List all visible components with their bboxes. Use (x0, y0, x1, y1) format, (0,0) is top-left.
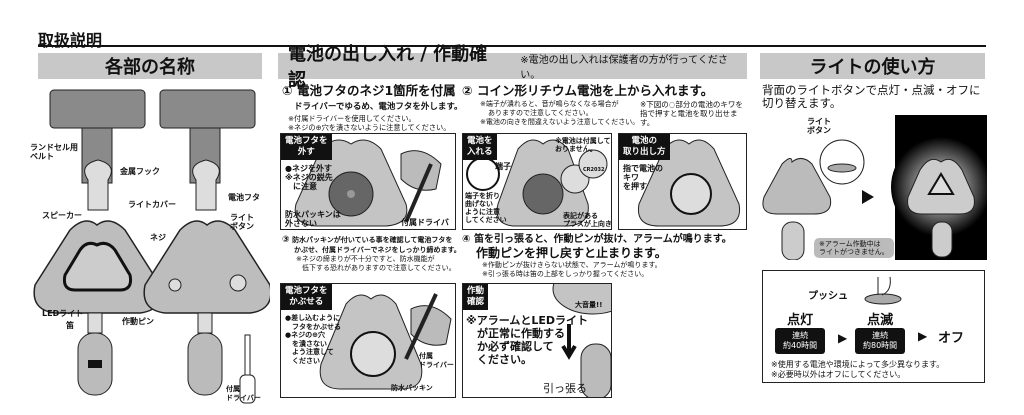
step-2-number: ② (462, 83, 473, 98)
panel-remove-label-b: 防水パッキンは 外さない (285, 210, 341, 228)
light-description: 背面のライトボタンで点灯・点滅・オフに切り替えます。 (762, 83, 981, 110)
label-hook: 金属フック (120, 167, 160, 176)
light-note-1: ※使用する電池や環境によって多少異なります。 (771, 360, 945, 369)
page-title: 取扱説明 (38, 31, 103, 50)
step-4-note2: ※引っ張る時は笛の上部をしっかり握ってください。 (482, 270, 649, 278)
panel-insert-label-a: 端子 (495, 162, 511, 171)
label-light-button: ライト ボタン (230, 213, 254, 231)
mode-off-label: オフ (938, 331, 965, 346)
step-2-note3: ※電池の向きを間違えないよう注意してください。 (480, 118, 640, 126)
step-2-note1: ※端子が潰れると、音が鳴らなくなる場合が (480, 100, 619, 108)
panel-cover-label-a: ●差し込むように フタをかぶせる ●ネジの⊕穴 を潰さない よう注意して くださ… (285, 314, 341, 365)
battery-header: 電池の出し入れ / 作動確認 ※電池の出し入れは保護者の方が行ってください。 (278, 44, 747, 91)
step-2-note4: ※下図の◌部分の電池のキワを指で押すと電池を取り出せます。 (640, 100, 743, 127)
mode-blink-label: 点滅 (867, 313, 894, 328)
step-1: ① 電池フタのネジ1箇所を付属 ドライバーでゆるめ、電池フタを外します。 ※付属… (282, 83, 462, 133)
label-led: LEDライト (42, 309, 84, 318)
light-mode-box: プッシュ 点灯 連続 約40時間 ▶ 点滅 連続 約80時間 ▶ オフ ※使用す… (762, 270, 985, 383)
step-3-note1: ※ネジの締まりが不十分ですと、防水機能が (296, 255, 435, 263)
arrow-icon: ▶ (918, 329, 928, 343)
label-pin: 作動ピン (122, 317, 154, 326)
step-1-line2: ドライバーでゆるめ、電池フタを外します。 (294, 102, 463, 112)
parts-title: 各部の名称 (105, 57, 195, 78)
light-notes: ※使用する電池や環境によって多少異なります。 ※必要時以外はオフにしてください。 (771, 360, 944, 379)
label-belt: ランドセル用 ベルト (30, 143, 78, 161)
step-1-note1: ※付属ドライバーを使用してください。 (288, 114, 416, 123)
step-2-line1: コイン形リチウム電池を上から入れます。 (476, 83, 714, 98)
panel-insert-label-d: 表記がある プラスが上向き (563, 212, 612, 228)
step-4-line1: 笛を引っ張ると、作動ピンが抜け、アラームが鳴ります。 (473, 234, 732, 245)
parts-illustration: ランドセル用 ベルト 金属フック ライトカバー スピーカー LEDライト 笛 作… (30, 85, 270, 405)
panel-remove-label-c: 付属ドライバー (401, 218, 449, 229)
panel-check-label-b: 大音量!! (575, 301, 603, 310)
panel-cover-tag: 電池フタを かぶせる (281, 284, 332, 310)
step-4-number: ④ (462, 234, 471, 245)
step-1-number: ① (282, 83, 293, 98)
step-4-note1: ※作動ピンが抜けきらない状態で、アラームが鳴ります。 (482, 261, 662, 269)
step-3-number: ③ (282, 235, 290, 245)
label-screw: ネジ (150, 233, 166, 242)
step-1-line1: 電池フタのネジ1箇所を付属 (296, 83, 456, 98)
mode-on-label: 点灯 (787, 313, 814, 328)
step-4-line2: 作動ピンを押し戻すと止まります。 (476, 246, 667, 260)
panel-insert-cell: CR2032 (583, 167, 605, 173)
battery-note: ※電池の出し入れは保護者の方が行ってください。 (520, 55, 728, 81)
step-4: ④ 笛を引っ張ると、作動ピンが抜け、アラームが鳴ります。 作動ピンを押し戻すと止… (462, 234, 752, 279)
panel-insert-label-b: 端子を折り 曲げない ように注意 してください (465, 192, 507, 224)
label-battery-cover: 電池フタ (228, 193, 260, 202)
panel-check-tag: 作動 確認 (463, 284, 489, 310)
label-whistle: 笛 (66, 321, 74, 330)
panel-insert-label-c: ※電池は付属して おりません。 (555, 137, 611, 153)
arrow-icon: ▶ (838, 331, 848, 345)
push-label: プッシュ (808, 291, 848, 302)
light-note-2: ※必要時以外はオフにしてください。 (771, 369, 906, 379)
panel-insert-battery: 電池を 入れる 端子 端子を折り 曲げない ように注意 してください ※電池は付… (462, 133, 612, 230)
step-1-note2: ※ネジの⊕穴を潰さないように注意してください。 (288, 123, 451, 132)
mode-blink-duration: 連続 約80時間 (855, 328, 906, 354)
panel-attach-cover: 電池フタを かぶせる ●差し込むように フタをかぶせる ●ネジの⊕穴 を潰さない… (280, 283, 456, 398)
panel-cover-label-b: 付属 ドライバー (419, 352, 454, 369)
panel-remove-cover: 電池フタを 外す ●ネジを外す ※ネジの鋭先 に注意 防水パッキンは 外さない … (280, 133, 456, 230)
parts-header: 各部の名称 (38, 53, 262, 79)
light-button-label: ライト ボタン (807, 117, 831, 135)
alarm-note: ※アラーム作動中は ライトがつきません。 (814, 238, 894, 258)
light-title: ライトの使い方 (809, 57, 936, 78)
battery-title: 電池の出し入れ / 作動確認 (288, 44, 488, 91)
label-speaker: スピーカー (42, 211, 82, 220)
step-3: ③ 防水パッキンが付いている事を確認して電池フタを かぶせ、付属ドライバーでネジ… (282, 235, 461, 273)
panel-remove-label-a: ●ネジを外す ※ネジの鋭先 に注意 (285, 164, 333, 191)
panel-insert-tag: 電池を 入れる (463, 134, 497, 160)
step-3-line1: 防水パッキンが付いている事を確認して電池フタを (292, 236, 453, 244)
panel-cover-label-c: 防水パッキン (391, 384, 433, 392)
light-illustration: ライト ボタン ※アラーム作動中は ライトがつきません。 (762, 112, 987, 260)
mode-on: 点灯 連続 約40時間 (775, 309, 826, 354)
panel-check-label-c: 引っ張る (543, 382, 587, 395)
finger-push-icon (864, 276, 902, 305)
mode-on-duration: 連続 約40時間 (775, 328, 826, 354)
step-2: ② コイン形リチウム電池を上から入れます。 (462, 84, 752, 98)
panel-remove-tag: 電池フタを 外す (281, 134, 332, 160)
light-header: ライトの使い方 (760, 53, 985, 79)
device-diagram (33, 89, 270, 404)
step-2-note2: ありますので注意してください。 (488, 109, 593, 117)
label-light-cover: ライトカバー (128, 200, 176, 209)
step-2-notes: ※端子が潰れると、音が鳴らなくなる場合が ありますので注意してください。 ※電池… (480, 100, 640, 127)
panel-takeout-tag: 電池の 取り出し方 (619, 134, 670, 160)
step-3-line2: かぶせ、付属ドライバーでネジをしっかり締めます。 (294, 246, 461, 254)
mode-blink: 点滅 連続 約80時間 (855, 309, 906, 354)
label-driver: 付属 ドライバー (226, 385, 261, 402)
panel-take-out-battery: 電池の 取り出し方 指で電池の キワ を押す (618, 133, 747, 230)
panel-check-label-a: ※アラームとLEDライト が正常に作動する か必ず確認して ください。 (466, 314, 589, 366)
panel-operation-check: 作動 確認 ※アラームとLEDライト が正常に作動する か必ず確認して ください… (462, 283, 612, 398)
panel-takeout-label: 指で電池の キワ を押す (623, 164, 663, 191)
step-3-note2: 低下する恐れがありますので注意してください。 (302, 264, 456, 272)
title-rule (38, 45, 986, 47)
